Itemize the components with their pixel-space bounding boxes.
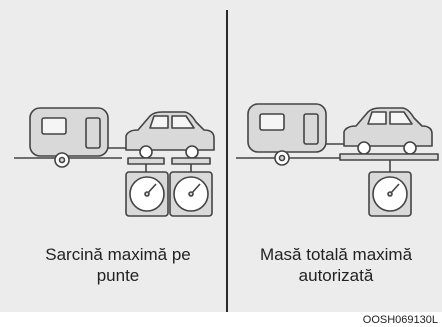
axle-load-illustration — [14, 107, 215, 217]
front-axle-scale-icon — [125, 171, 169, 217]
caravan-icon — [247, 103, 346, 166]
figure-code: OOSH069130L — [362, 314, 438, 326]
front-axle-platform — [127, 157, 165, 165]
rear-axle-platform — [171, 157, 211, 165]
car-icon — [125, 111, 215, 159]
caravan-icon — [29, 107, 128, 168]
total-mass-caption: Masă totală maximă autorizată — [259, 245, 413, 285]
car-icon — [343, 107, 433, 155]
axle-load-caption: Sarcină maximă pe punte — [45, 245, 191, 285]
panel-divider — [226, 10, 228, 312]
vehicle-platform — [339, 153, 439, 161]
total-mass-scale-icon — [368, 171, 412, 217]
total-mass-illustration — [236, 103, 439, 217]
rear-axle-scale-icon — [169, 171, 213, 217]
